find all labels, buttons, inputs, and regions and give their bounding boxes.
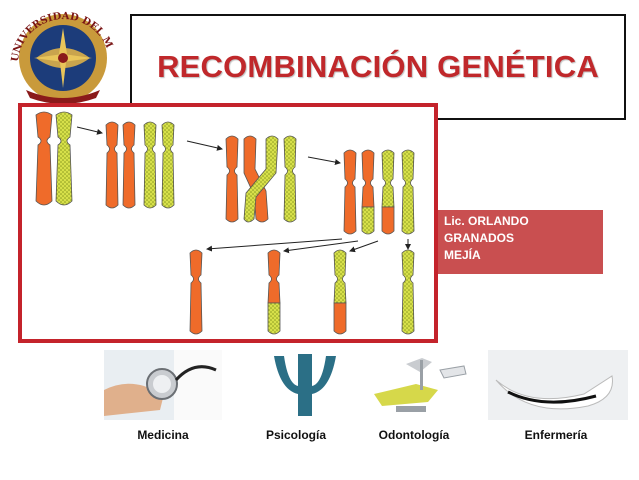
label-odontologia: Odontología [378,428,450,442]
author-line-3: MEJÍA [444,248,481,262]
stethoscope-icon [104,350,222,420]
nurse-cap-icon [488,350,628,420]
label-psicologia: Psicología [265,428,327,442]
odontologia-image [366,350,484,420]
author-line-2: GRANADOS [444,231,515,245]
enfermeria-image [488,350,628,420]
chromosome-diagram [35,111,415,335]
chromosome-group-2 [105,121,175,209]
author-box: Lic. ORLANDO GRANADOS MEJÍA [438,210,603,274]
psicologia-image [246,350,364,420]
chromosome-pair-1 [35,111,73,206]
label-medicina: Medicina [137,428,189,442]
gametes-group [189,249,415,335]
dental-chair-icon [366,350,484,420]
medicina-image [104,350,222,420]
recombined-group [343,149,415,235]
psi-icon [246,350,364,420]
recombination-diagram [18,103,438,343]
label-enfermeria: Enfermería [524,428,588,442]
page-title: RECOMBINACIÓN GENÉTICA [157,49,599,84]
university-seal-icon: UNIVERSIDAD DEL MAGDALENA [0,0,114,104]
author-line-1: Lic. ORLANDO [444,214,529,228]
university-logo: UNIVERSIDAD DEL MAGDALENA [0,0,122,106]
crossing-over-group [225,135,297,223]
